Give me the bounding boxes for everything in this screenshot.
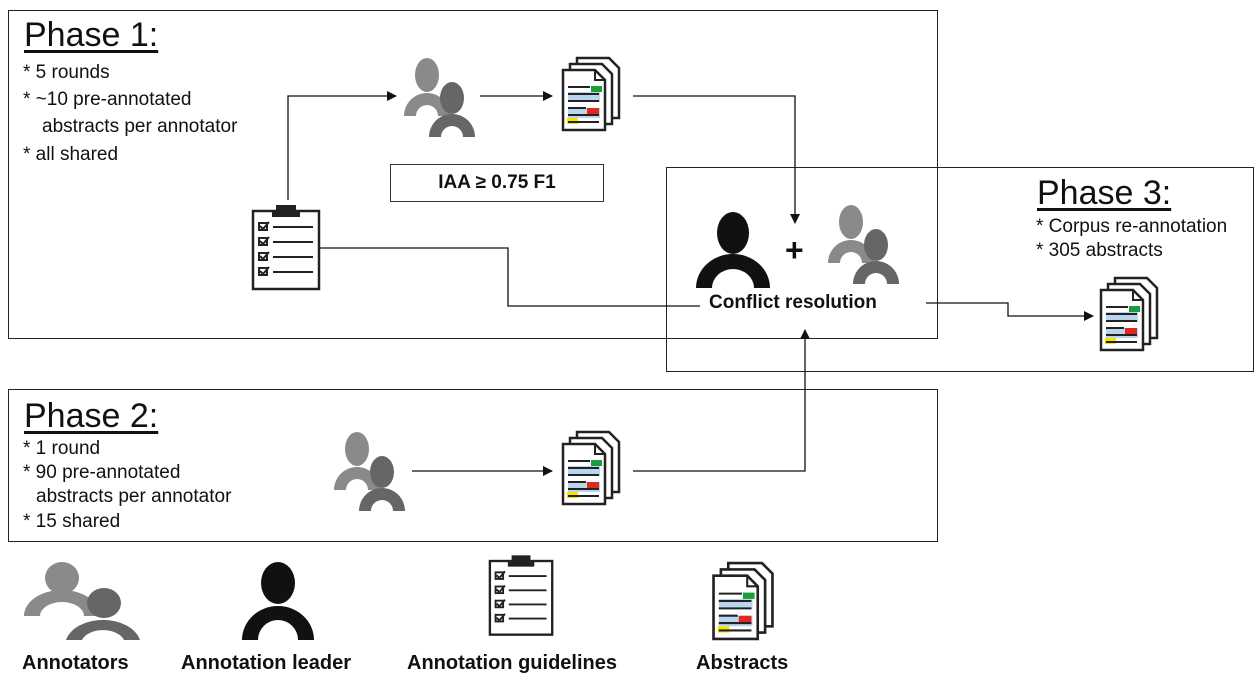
phase3-bullet: * Corpus re-annotation — [1036, 216, 1228, 237]
iaa-threshold-box: IAA ≥ 0.75 F1 — [390, 164, 604, 202]
abstracts-icon — [561, 430, 621, 506]
arrow-guidelines-to-annotators — [287, 91, 397, 200]
annotators-icon — [404, 58, 475, 137]
phase2-bullet: abstracts per annotator — [36, 486, 232, 507]
legend-abstracts-label: Abstracts — [696, 652, 789, 674]
phase2-bullet: * 15 shared — [23, 511, 121, 532]
plus-sign: + — [785, 232, 804, 268]
legend-guidelines-icon — [488, 555, 554, 636]
phase2-title: Phase 2: — [24, 397, 159, 435]
phase2-box — [8, 389, 938, 542]
legend-annotators-label: Annotators — [22, 652, 129, 674]
abstracts-icon — [1099, 276, 1159, 352]
annotation-leader-icon — [696, 212, 770, 288]
arrow-conflict-to-corpus — [926, 302, 1094, 321]
annotators-icon — [828, 205, 899, 284]
phase1-title: Phase 1: — [24, 16, 159, 54]
arrow-abstracts-p2-to-conflict — [633, 329, 810, 472]
phase2-bullet: * 1 round — [23, 438, 101, 459]
legend-annotation-leader-label: Annotation leader — [181, 652, 352, 674]
conflict-resolution-label: Conflict resolution — [709, 292, 877, 313]
legend-annotation-guidelines-label: Annotation guidelines — [407, 652, 617, 674]
legend-annotators-icon — [24, 562, 140, 640]
phase3-title: Phase 3: — [1037, 174, 1172, 212]
phase1-bullet: * ~10 pre-annotated — [23, 89, 192, 110]
phase1-bullet: * all shared — [23, 144, 119, 165]
phase3-bullet: * 305 abstracts — [1036, 240, 1163, 261]
phase1-bullet: * 5 rounds — [23, 62, 110, 83]
arrow-abstracts-to-conflict — [633, 95, 800, 224]
abstracts-icon — [561, 56, 621, 132]
phase1-box — [8, 10, 938, 339]
guidelines-icon — [251, 205, 321, 291]
legend-abstracts-icon — [712, 561, 774, 641]
phase1-bullet: abstracts per annotator — [42, 116, 238, 137]
phase2-bullet: * 90 pre-annotated — [23, 462, 181, 483]
annotators-icon — [334, 432, 405, 511]
arrow-conflict-to-guidelines — [307, 243, 700, 307]
legend-annotation-leader-icon — [242, 562, 314, 640]
